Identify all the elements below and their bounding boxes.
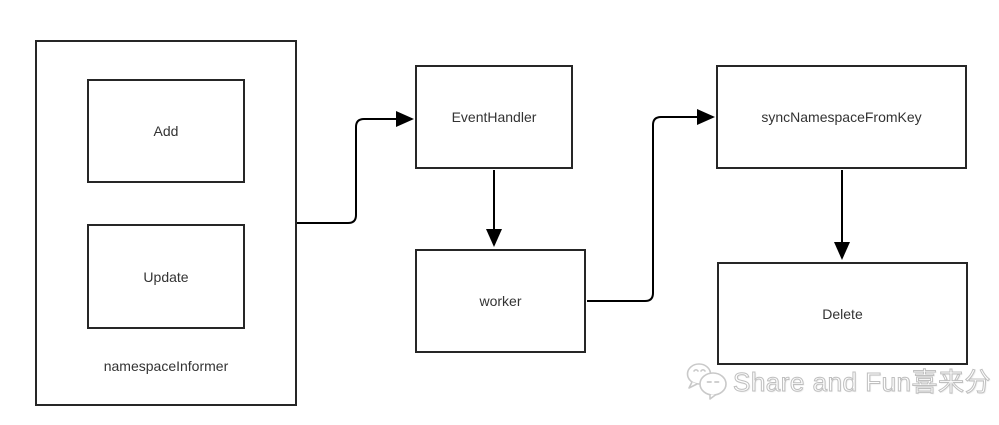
- node-add-label: Add: [153, 123, 179, 139]
- node-add: Add: [87, 79, 245, 183]
- edge-worker-to-sync-namespace-from-key: [587, 109, 715, 302]
- node-delete-label: Delete: [822, 305, 863, 322]
- node-event-handler: EventHandler: [415, 65, 573, 169]
- group-namespace-informer-label: namespaceInformer: [103, 358, 229, 374]
- node-sync-namespace-from-key-label: syncNamespaceFromKey: [761, 109, 922, 125]
- node-update-label: Update: [143, 268, 189, 285]
- node-sync-namespace-from-key: syncNamespaceFromKey: [716, 65, 967, 169]
- node-worker-label: worker: [479, 293, 522, 309]
- node-worker: worker: [415, 249, 586, 353]
- node-event-handler-label: EventHandler: [451, 109, 537, 125]
- watermark: Share and Fun喜来分: [686, 360, 991, 400]
- node-delete: Delete: [717, 262, 968, 365]
- wechat-chat-bubbles-icon: [686, 363, 727, 400]
- watermark-text: Share and Fun喜来分: [732, 366, 992, 397]
- edge-namespace-informer-to-event-handler: [297, 111, 414, 224]
- node-update: Update: [87, 224, 245, 329]
